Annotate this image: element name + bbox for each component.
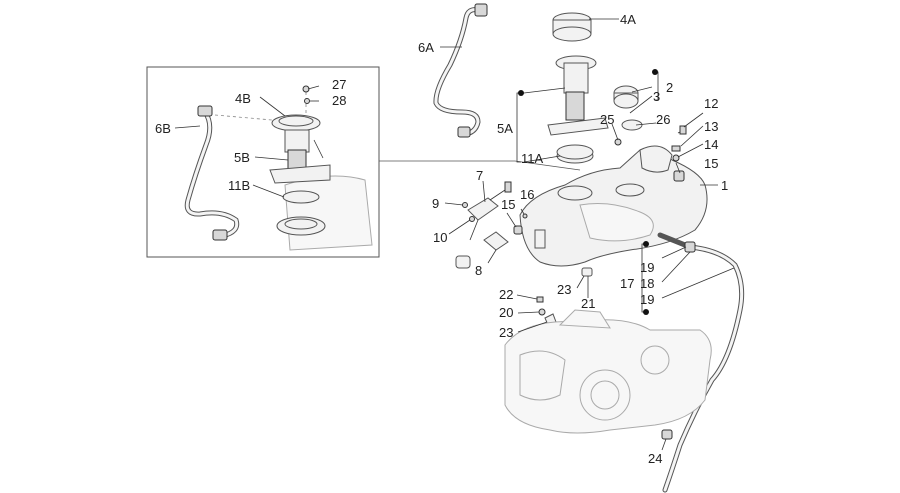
label-17: 17 xyxy=(620,276,634,291)
fitting-16 xyxy=(522,213,528,219)
label-20: 20 xyxy=(499,305,513,320)
label-28: 28 xyxy=(332,93,346,108)
label-26: 26 xyxy=(656,112,670,127)
fitting-22 xyxy=(536,296,544,303)
label-6a: 6A xyxy=(418,40,434,55)
label-19-top: 19 xyxy=(640,260,654,275)
fuel-tank xyxy=(519,145,708,267)
label-11a: 11A xyxy=(521,151,543,166)
label-14: 14 xyxy=(704,137,718,152)
label-8: 8 xyxy=(475,263,482,278)
pump-assembly-4b xyxy=(214,85,331,236)
label-5a: 5A xyxy=(497,121,513,136)
label-11b: 11B xyxy=(228,178,250,193)
fastener-set-12-14 xyxy=(671,125,687,162)
label-6b: 6B xyxy=(155,121,171,136)
hose-6a xyxy=(433,3,488,138)
label-3: 3 xyxy=(653,89,660,104)
engine-ghost xyxy=(504,309,712,434)
fitting-15 xyxy=(513,225,523,235)
label-1: 1 xyxy=(721,178,728,193)
group-bracket-5a-11a xyxy=(516,87,566,163)
fitting-21 xyxy=(581,267,593,277)
label-25: 25 xyxy=(600,112,614,127)
label-23-top: 23 xyxy=(557,282,571,297)
group-bracket-17-19 xyxy=(641,241,649,315)
label-10: 10 xyxy=(433,230,447,245)
label-21: 21 xyxy=(581,296,595,311)
inset-tank-ghost xyxy=(284,175,373,251)
label-19-bottom: 19 xyxy=(640,292,654,307)
label-2: 2 xyxy=(666,80,673,95)
label-12: 12 xyxy=(704,96,718,111)
pump-assembly-4a xyxy=(547,12,609,164)
breather-hose xyxy=(657,232,745,493)
hose-6b xyxy=(184,105,240,241)
label-22: 22 xyxy=(499,287,513,302)
label-7: 7 xyxy=(476,168,483,183)
level-sensor xyxy=(455,181,512,269)
label-23-bottom: 23 xyxy=(499,325,513,340)
label-9: 9 xyxy=(432,196,439,211)
label-16: 16 xyxy=(520,187,534,202)
label-13: 13 xyxy=(704,119,718,134)
fuel-cap xyxy=(613,85,643,146)
inset-connector-2 xyxy=(514,160,581,171)
label-4b: 4B xyxy=(235,91,251,106)
group-bracket-2-3 xyxy=(652,69,659,101)
label-5b: 5B xyxy=(234,150,250,165)
leader-lines xyxy=(174,18,735,451)
label-4a: 4A xyxy=(620,12,636,27)
label-27: 27 xyxy=(332,77,346,92)
label-18: 18 xyxy=(640,276,654,291)
label-24: 24 xyxy=(648,451,662,466)
inset-frame xyxy=(146,66,380,258)
callout-labels: 27 4B 28 6B 5B 11B 6A 4A 2 3 5A 11A 25 2… xyxy=(155,12,728,466)
label-15-left: 15 xyxy=(501,197,515,212)
label-15-right: 15 xyxy=(704,156,718,171)
fitting-20 xyxy=(538,308,546,316)
